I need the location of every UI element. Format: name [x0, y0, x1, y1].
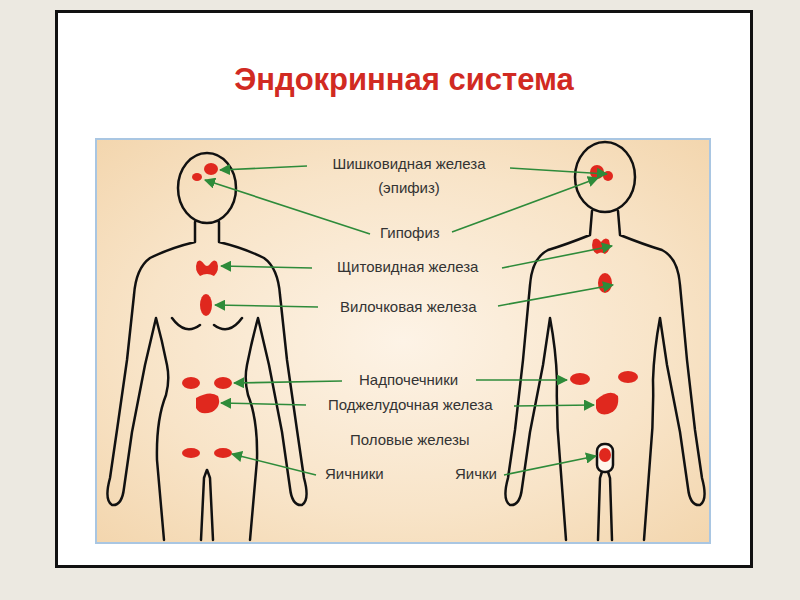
figure-panel [95, 138, 711, 544]
glands [182, 163, 638, 462]
gland-label: Щитовидная железа [337, 255, 478, 279]
gland-label: Шишковидная железа (эпифиз) [324, 152, 494, 200]
gland-label: Яички [455, 462, 497, 486]
slide-title: Эндокринная система [55, 62, 753, 98]
gland-label: Надпочечники [359, 368, 458, 392]
gland-label: Поджелудочная железа [328, 393, 493, 417]
gland-label: Гипофиз [380, 221, 440, 245]
gland-label: Половые железы [350, 428, 470, 452]
gland-label: Вилочковая железа [340, 295, 477, 319]
leader-arrows [205, 166, 613, 475]
gland-label: Яичники [325, 462, 384, 486]
female-silhouette [107, 153, 306, 540]
